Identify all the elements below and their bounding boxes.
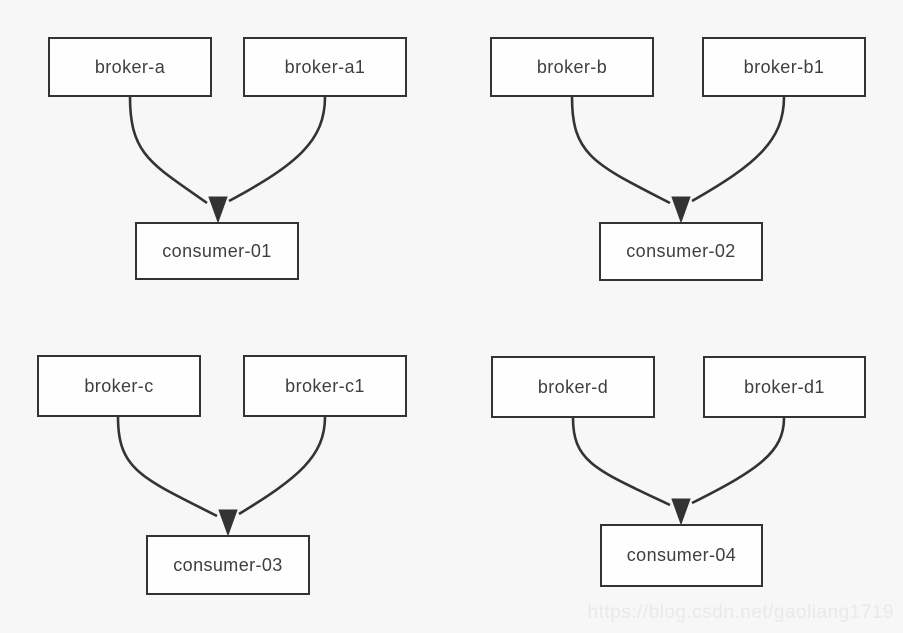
arrowhead-consumer-02 (671, 196, 691, 224)
arrowhead-consumer-01 (208, 196, 228, 224)
edge-broker-b1-to-consumer-02 (691, 96, 786, 203)
node-broker-c1: broker-c1 (243, 355, 407, 417)
edge-broker-b-to-consumer-02 (570, 96, 671, 205)
node-consumer-04: consumer-04 (600, 524, 763, 587)
arrowhead-consumer-03 (218, 509, 238, 537)
node-consumer-01: consumer-01 (135, 222, 299, 280)
node-consumer-03: consumer-03 (146, 535, 310, 595)
node-broker-a1: broker-a1 (243, 37, 407, 97)
edge-broker-c1-to-consumer-03 (238, 416, 327, 516)
node-broker-d: broker-d (491, 356, 655, 418)
watermark-text: https://blog.csdn.net/gaoliang1719 (587, 602, 894, 623)
node-broker-c: broker-c (37, 355, 201, 417)
node-broker-b1: broker-b1 (702, 37, 866, 97)
edge-broker-d-to-consumer-04 (571, 417, 671, 507)
edge-broker-a-to-consumer-01 (128, 96, 208, 205)
node-consumer-02: consumer-02 (599, 222, 763, 281)
edge-broker-a1-to-consumer-01 (228, 96, 327, 203)
edge-broker-d1-to-consumer-04 (691, 417, 786, 505)
node-broker-d1: broker-d1 (703, 356, 866, 418)
arrowhead-consumer-04 (671, 498, 691, 526)
node-broker-a: broker-a (48, 37, 212, 97)
edge-broker-c-to-consumer-03 (116, 416, 218, 518)
node-broker-b: broker-b (490, 37, 654, 97)
